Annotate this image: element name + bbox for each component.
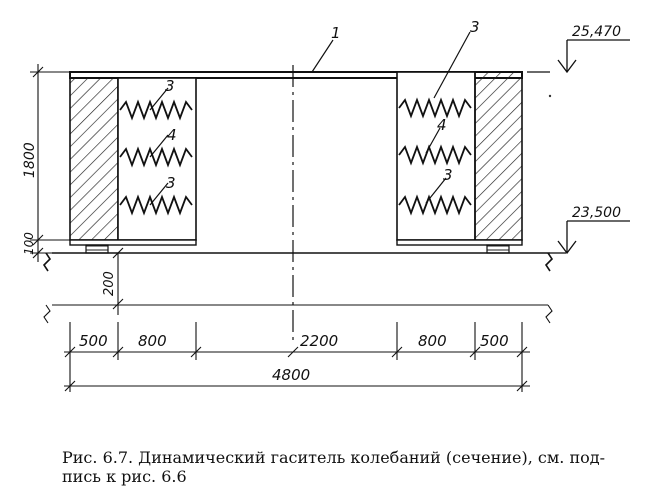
callout-top-center: 1 (331, 24, 341, 42)
dim-spring-left: 800 (138, 332, 167, 350)
right-concrete-wall (474, 71, 523, 241)
springs (119, 97, 472, 216)
elevation-top-label: 25,470 (572, 24, 621, 40)
caption-line-2: пись к рис. 6.6 (62, 467, 187, 486)
damper-section-drawing: 1 3 3 4 3 4 3 25,470 23,500 1800 (22, 18, 630, 392)
callout-top-right: 3 (470, 18, 480, 36)
stray-dot (548, 94, 552, 98)
left-support-pad (85, 244, 109, 254)
dim-height-label: 1800 (22, 142, 38, 178)
dim-center: 2200 (300, 332, 338, 350)
vertical-dimensions (30, 64, 553, 324)
elevation-bottom (550, 220, 630, 255)
dim-wall-right: 500 (480, 332, 509, 350)
elevation-top (527, 39, 630, 74)
spring-right-lower (398, 194, 472, 216)
ground-line (42, 252, 554, 272)
right-support-pad (486, 244, 510, 254)
left-base-plate (69, 239, 197, 246)
spring-left-lower (119, 194, 193, 216)
dim-base-label: 100 (22, 232, 36, 255)
callout-left-middle: 4 (167, 126, 177, 144)
dim-spring-right: 800 (418, 332, 447, 350)
horizontal-dimensions (64, 322, 530, 392)
callout-left-upper: 3 (165, 77, 175, 95)
spring-right-middle (398, 144, 472, 166)
spring-right-upper (398, 97, 472, 119)
caption-line-1: Рис. 6.7. Динамический гаситель колебани… (62, 448, 605, 467)
dim-total: 4800 (272, 366, 310, 384)
dim-wall-left: 500 (79, 332, 108, 350)
spring-left-upper (119, 99, 193, 121)
callout-right-lower: 3 (443, 166, 453, 184)
callout-left-lower: 3 (166, 174, 176, 192)
figure-caption: Рис. 6.7. Динамический гаситель колебани… (62, 448, 637, 486)
dim-foundation-label: 200 (102, 271, 117, 296)
spring-left-middle (119, 146, 193, 168)
left-concrete-wall (69, 77, 119, 241)
elevation-bottom-label: 23,500 (572, 205, 621, 221)
leader-lines (149, 31, 471, 206)
right-base-plate (396, 239, 523, 246)
callout-right-middle: 4 (437, 116, 447, 134)
